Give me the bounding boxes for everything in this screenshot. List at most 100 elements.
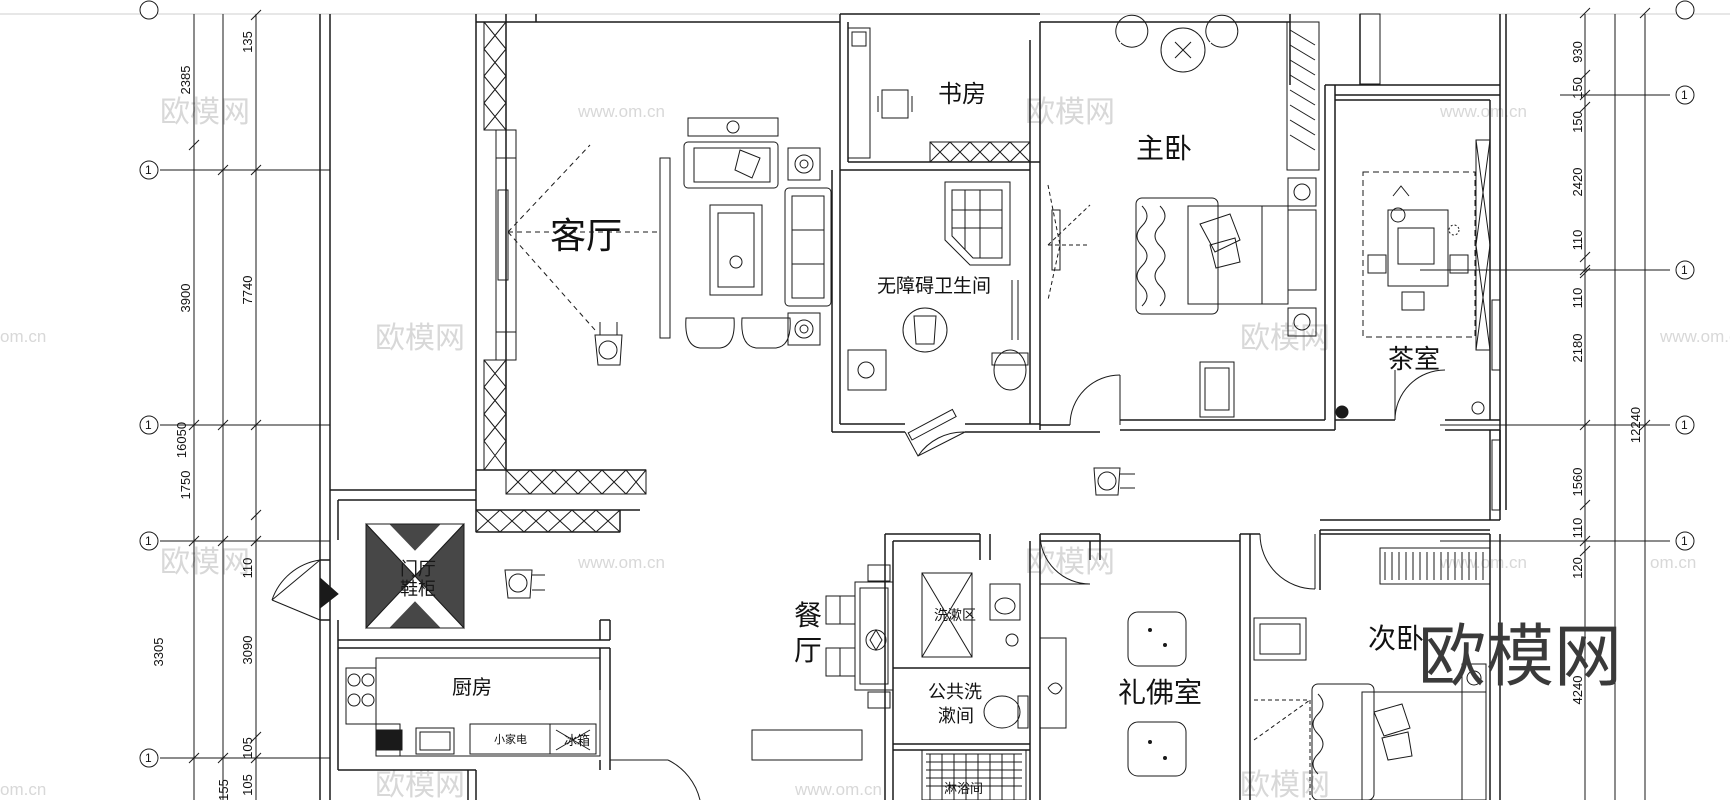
axis-label: 1 (145, 751, 152, 765)
bed-headboard-rug (1135, 197, 1219, 315)
label-appliance: 小家电 (494, 732, 527, 746)
dim-label: 105 (240, 774, 255, 796)
watermark-url: om.cn (0, 780, 46, 799)
wheelchair-icon (902, 307, 948, 353)
dimension-system (160, 7, 1670, 800)
watermark-brand: 欧模网 (1240, 768, 1330, 800)
axis-label: 1 (1681, 534, 1688, 548)
side-table (787, 147, 821, 181)
second-bed (1361, 691, 1463, 800)
watermark-url: om.cn (1650, 553, 1696, 572)
built-in-cabinets (475, 13, 1501, 585)
dim-label: 135 (240, 31, 255, 53)
dim-label: 2385 (178, 66, 193, 95)
watermark-url: www.om.cn (794, 780, 882, 799)
axis-label: 1 (1681, 88, 1688, 102)
dim-label: 3900 (178, 284, 193, 313)
dim-label: 2420 (1570, 168, 1585, 197)
dim-label: 2180 (1570, 334, 1585, 363)
watermark-brand: 欧模网 (160, 95, 250, 130)
walls (319, 13, 1507, 800)
room-label-second-bedroom: 次卧 (1368, 622, 1424, 655)
watermark-brand: 欧模网 (160, 545, 250, 580)
toilet (983, 695, 1021, 729)
axis-label: 1 (145, 163, 152, 177)
dining-table (854, 581, 894, 691)
watermark-layer: 欧模网 欧模网 欧模网 欧模网 欧模网 欧模网 欧模网 欧模网 www.om.c… (0, 95, 1730, 800)
watermark-brand: 欧模网 (375, 321, 465, 356)
room-labels: 客厅 书房 主卧 茶室 无障碍卫生间 门厅 鞋柜 餐 厅 厨房 小家电 冰箱 洗… (400, 80, 1440, 797)
dim-label: 105 (240, 737, 255, 759)
watermark-url: www.om.cn (1659, 327, 1730, 346)
watermark-brand: 欧模网 (1025, 95, 1115, 130)
room-label-living: 客厅 (550, 216, 622, 257)
watermark-url: www.om.cn (577, 102, 665, 121)
room-label-dining-2: 厅 (794, 634, 822, 667)
axis-label: 1 (1681, 263, 1688, 277)
furniture (319, 14, 1487, 800)
dim-label: 12240 (1628, 407, 1643, 443)
dim-label: 120 (1570, 557, 1585, 579)
dim-label: 150 (1570, 77, 1585, 99)
cooktop (345, 667, 377, 725)
room-label-washing-area: 洗漱区 (934, 608, 976, 624)
sink (847, 349, 887, 391)
room-label-kitchen: 厨房 (452, 675, 492, 699)
tea-area-rug (1362, 171, 1476, 338)
coffee-table (709, 204, 763, 296)
watermark-brand: 欧模网 (1025, 545, 1115, 580)
altar (1039, 637, 1067, 729)
kitchen-sink (415, 727, 455, 755)
room-label-public-wash-1: 公共洗 (928, 682, 982, 703)
dim-label: 155 (216, 779, 231, 800)
dimension-labels: 2385 3900 1750 3305 155 135 7740 16050 1… (151, 31, 1643, 800)
room-label-buddha-room: 礼佛室 (1118, 676, 1202, 709)
prayer-cushion (1127, 611, 1187, 667)
axis-label: 1 (145, 534, 152, 548)
dim-label: 1750 (178, 471, 193, 500)
side-table (787, 312, 821, 346)
entry-rug (365, 522, 465, 630)
watermark-url: www.om.cn (577, 553, 665, 572)
shower-floor (921, 749, 1027, 800)
shower-tray (944, 181, 1011, 266)
room-label-shower: 淋浴间 (944, 782, 983, 797)
console-table (687, 117, 779, 137)
dim-label: 110 (1570, 288, 1585, 309)
room-label-accessible-bathroom: 无障碍卫生间 (877, 275, 991, 297)
dim-label: 930 (1570, 41, 1585, 63)
master-bed (1187, 205, 1289, 305)
prayer-cushion (1127, 721, 1187, 777)
wash-counter (921, 572, 973, 658)
dining-console (751, 729, 863, 761)
doors (271, 369, 1446, 800)
room-label-dining-1: 餐 (794, 599, 822, 632)
wheelchair-icon (504, 569, 545, 599)
label-fridge: 冰箱 (564, 733, 590, 749)
dim-label: 3090 (240, 636, 255, 665)
dim-label: 3305 (151, 638, 166, 667)
room-label-public-wash-2: 漱间 (938, 706, 974, 727)
dim-label: 4240 (1570, 676, 1585, 705)
axis-markers (139, 0, 1695, 768)
dim-label: 16050 (174, 422, 189, 458)
dim-label: 7740 (240, 276, 255, 305)
three-seat-sofa (784, 187, 832, 307)
axis-label: 1 (145, 418, 152, 432)
sofa (683, 141, 779, 189)
desk-chair (1253, 617, 1307, 661)
watermark-brand: 欧模网 (1240, 321, 1330, 356)
brand-logo: 欧模网 (1418, 618, 1622, 697)
watermark-url: om.cn (0, 327, 46, 346)
room-label-study: 书房 (938, 80, 986, 108)
wheelchair-icon (594, 322, 623, 366)
dim-label: 150 (1570, 111, 1585, 133)
axis-label: 1 (1681, 418, 1688, 432)
dim-label: 1560 (1570, 468, 1585, 497)
room-label-master-bedroom: 主卧 (1136, 132, 1192, 165)
dim-label: 110 (1570, 518, 1585, 539)
toilet (993, 349, 1027, 391)
dim-label: 110 (240, 558, 255, 579)
dim-label: 110 (1570, 230, 1585, 251)
